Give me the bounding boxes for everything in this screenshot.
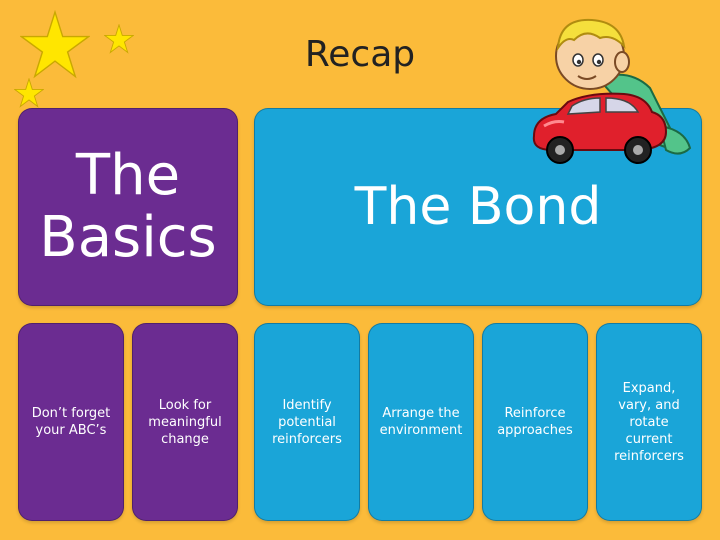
bond-title: The Bond xyxy=(354,177,602,237)
basics-item-tile: Look for meaningful change xyxy=(132,323,238,521)
bond-item-label: Identify potential reinforcers xyxy=(272,397,342,447)
boy-with-car-illustration xyxy=(532,18,692,164)
star-icon xyxy=(104,24,134,54)
basics-item-label: Don’t forget your ABC’s xyxy=(31,406,111,438)
bond-item-label: Arrange the environment xyxy=(379,406,463,438)
basics-item-tile: Don’t forget your ABC’s xyxy=(18,323,124,521)
bond-item-tile: Identify potential reinforcers xyxy=(254,323,360,521)
basics-title: The Basics xyxy=(39,143,217,270)
bond-item-label: Expand, vary, and rotate current reinfor… xyxy=(614,380,684,464)
star-icon xyxy=(20,10,90,79)
basics-tile: The Basics xyxy=(18,108,238,306)
bond-item-tile: Expand, vary, and rotate current reinfor… xyxy=(596,323,702,521)
bond-item-tile: Arrange the environment xyxy=(368,323,474,521)
basics-item-label: Look for meaningful change xyxy=(148,397,222,447)
star-icon xyxy=(14,78,44,108)
slide-title: Recap xyxy=(304,34,416,75)
bond-item-tile: Reinforce approaches xyxy=(482,323,588,521)
bond-item-label: Reinforce approaches xyxy=(497,406,573,438)
